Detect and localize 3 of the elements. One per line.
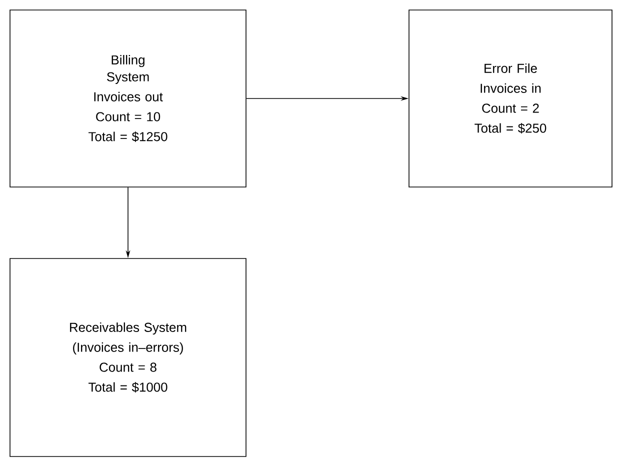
process-box: Error File Invoices in Count = 2 Total = $250 <box>408 10 612 188</box>
process-box: Receivables System (Invoices in–errors) Count = 8 Total = $1000 <box>10 258 246 457</box>
process-box: Billing System Invoices out Count = 10 Total = $1250 <box>10 10 246 188</box>
